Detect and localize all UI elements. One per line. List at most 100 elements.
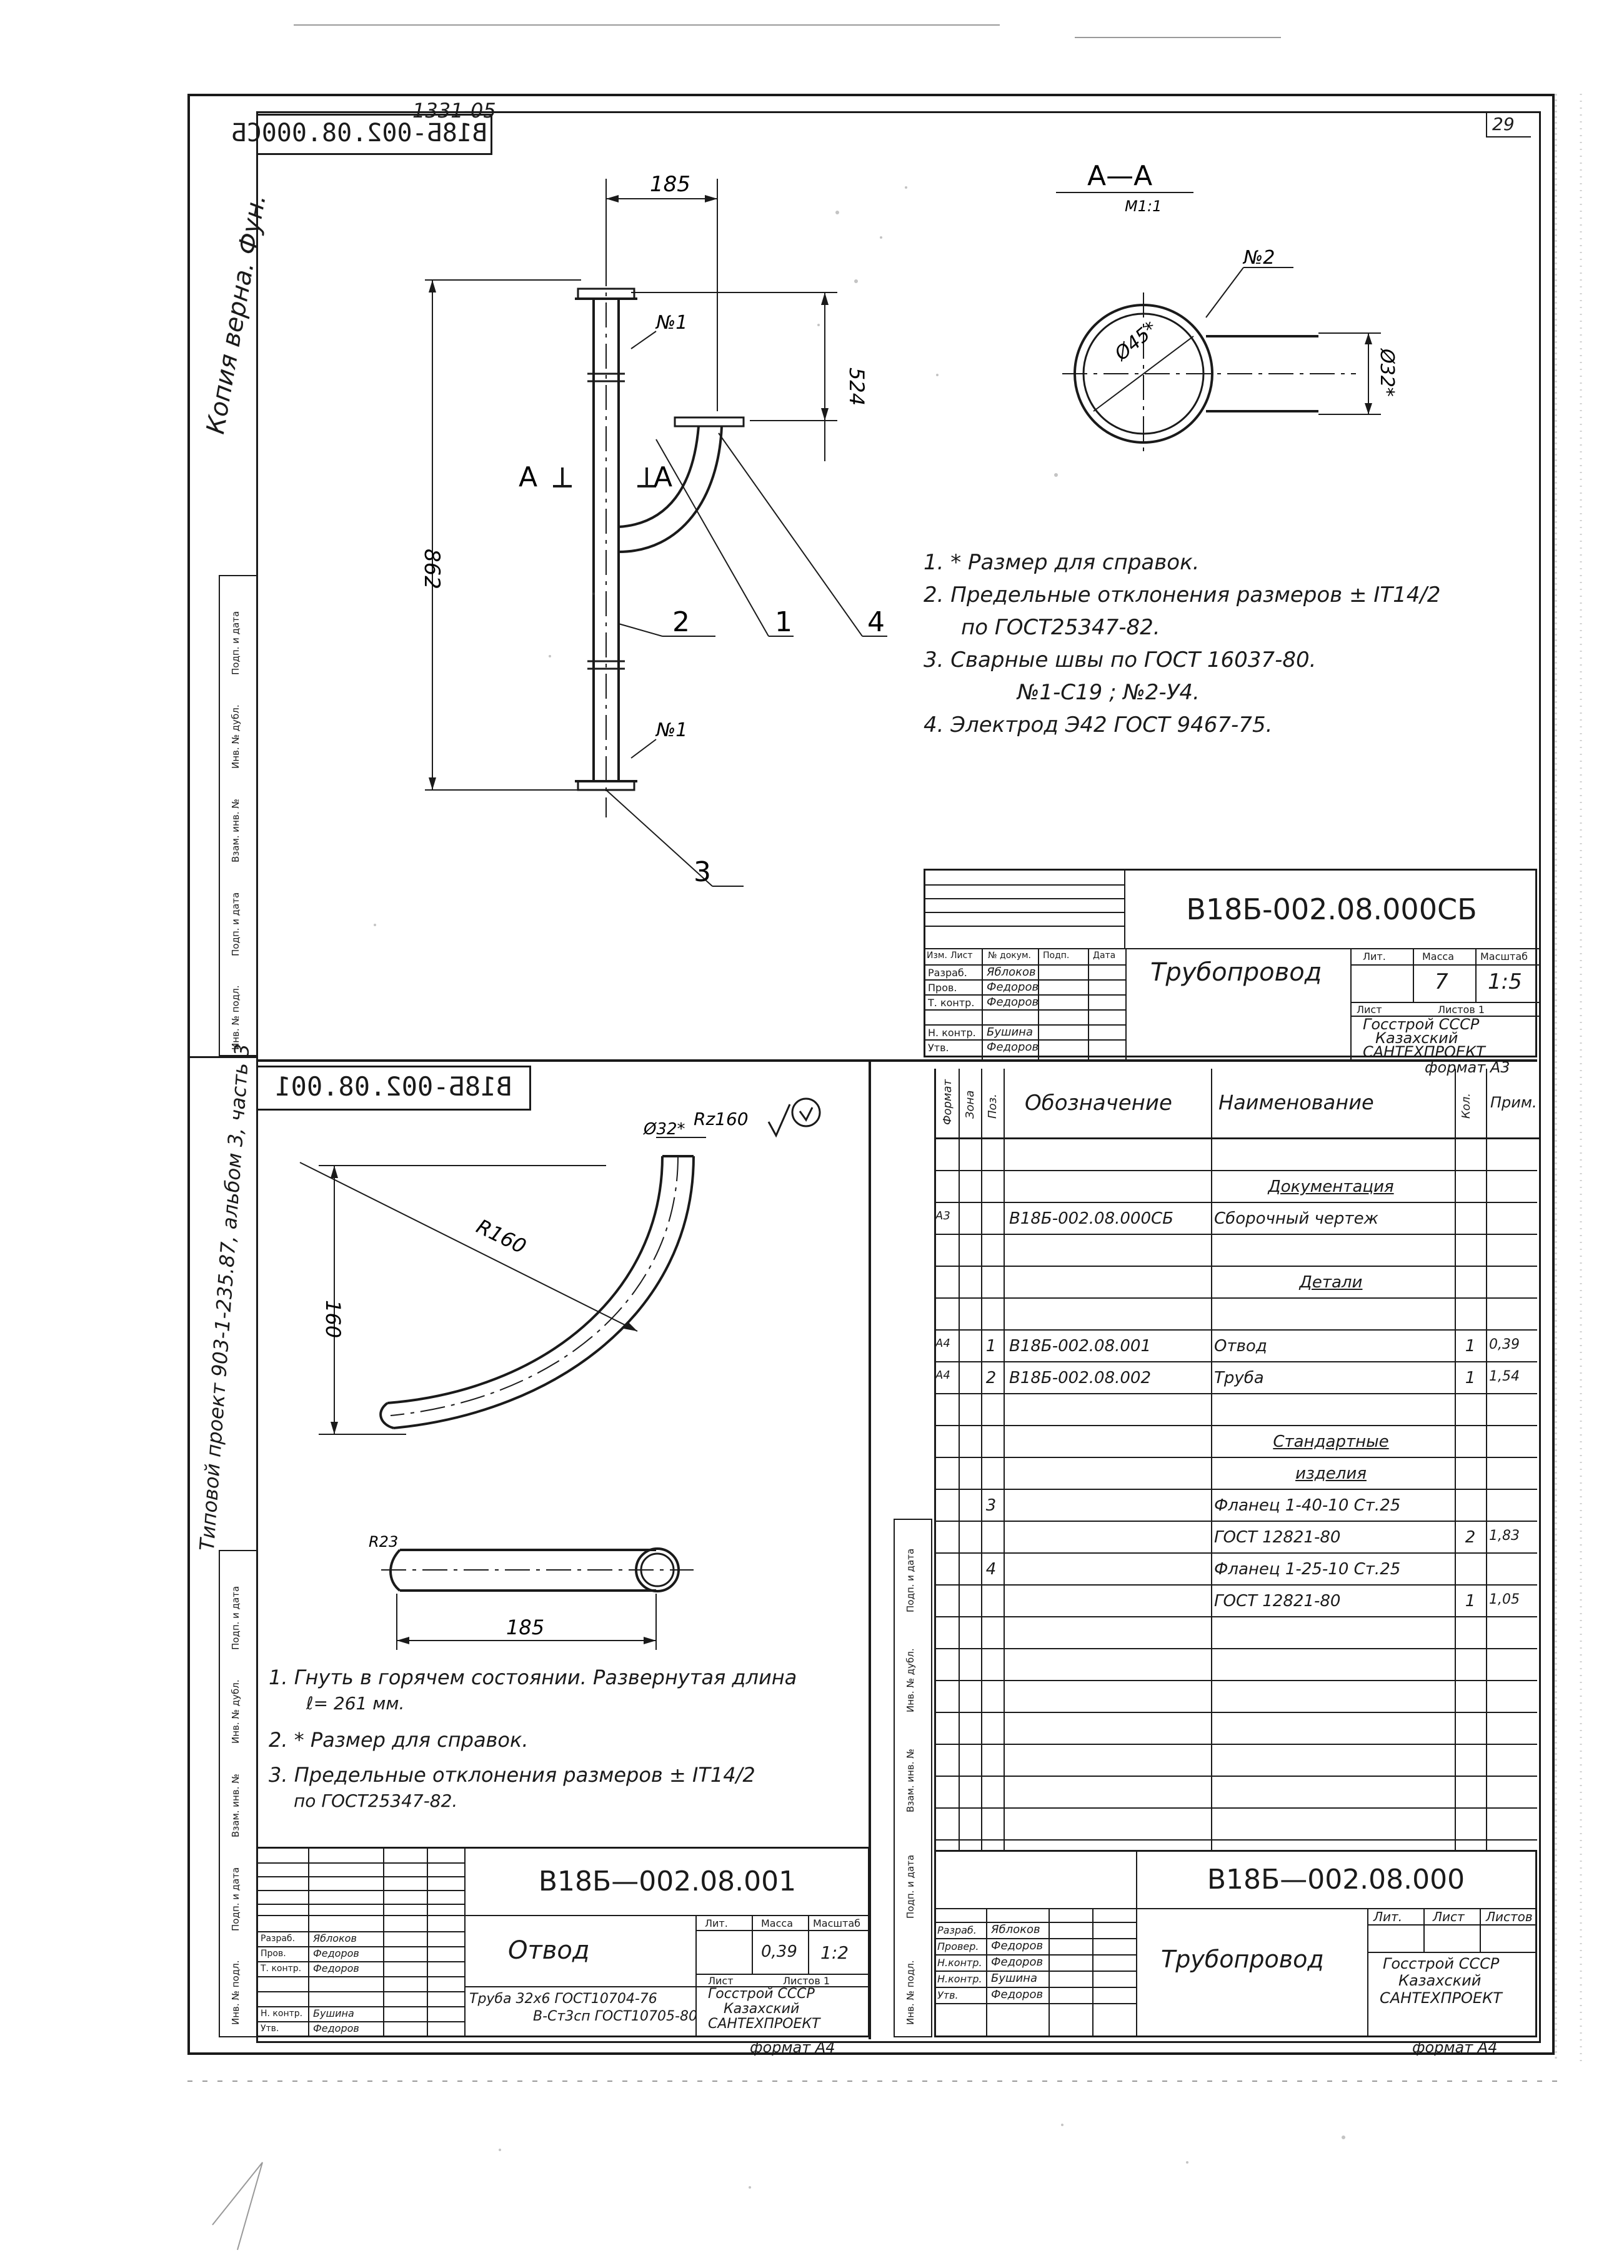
assembly-tb-org2: Казахский	[1375, 1029, 1458, 1047]
stamp-number: 1331-05	[412, 99, 496, 122]
branch-flange	[674, 416, 745, 427]
part-l185: 185	[506, 1616, 544, 1639]
spec-cell-name: Фланец 1-40-10 Ст.25	[1214, 1496, 1401, 1515]
assembly-tb-org3: САНТЕХПРОЕКТ	[1363, 1043, 1485, 1061]
part-note-3: 3. Предельные отклонения размеров ± IT14…	[269, 1763, 755, 1787]
dim-862: 862	[419, 549, 444, 589]
assembly-note-4: 4. Электрод Э42 ГОСТ 9467-75.	[924, 712, 1273, 737]
dim-185: 185	[650, 172, 690, 197]
part-note-3b: по ГОСТ25347-82.	[294, 1791, 458, 1811]
tb-role-sign: Подп.	[1043, 951, 1070, 961]
part-phi32: Ø32*	[643, 1120, 685, 1139]
spec-cell-format: А4	[935, 1337, 950, 1350]
spec-cell-qty: 1	[1465, 1592, 1476, 1611]
spec-cell-qty: 1	[1465, 1337, 1476, 1356]
assembly-tb-sheet: Лист	[1357, 1004, 1382, 1016]
spec-row	[934, 1522, 1537, 1554]
assembly-tb-scale: 1:5	[1488, 969, 1522, 994]
part-format: формат А4	[750, 2039, 835, 2056]
spec-row	[934, 1586, 1537, 1617]
section-label: А—А	[1087, 160, 1152, 192]
assembly-drawing: 185 524 862 №1 №1 №2 А А А—А М1:1 Ø45* Ø…	[419, 160, 1398, 888]
spec-tb-designation: В18Б—002.08.000	[1207, 1864, 1465, 1896]
tb-role-list: Лист	[950, 951, 973, 961]
part-tb-designation: В18Б—002.08.001	[538, 1866, 797, 1897]
assembly-note-3b: №1-С19 ; №2-У4.	[1017, 680, 1200, 705]
vertical-divider	[869, 1061, 871, 2039]
spec-tb-role: Провер.	[937, 1941, 979, 1952]
cut-mark-right: А	[654, 461, 672, 493]
part-tb-role: Т. контр.	[261, 1964, 302, 1974]
spec-cell-name: ГОСТ 12821-80	[1214, 1528, 1341, 1547]
assembly-note-3: 3. Сварные швы по ГОСТ 16037-80.	[924, 647, 1317, 672]
assembly-note-1: 1. * Размер для справок.	[924, 550, 1200, 575]
part-note-2: 2. * Размер для справок.	[269, 1728, 529, 1752]
assembly-tb-sheets: Листов 1	[1438, 1004, 1485, 1016]
spec-row	[934, 1203, 1537, 1235]
tb-person-name: Федоров	[987, 1041, 1039, 1054]
spec-tb-person: Федоров	[991, 1939, 1044, 1952]
side-stamp-right	[894, 1519, 932, 2037]
part-tb-org2: Казахский	[724, 2001, 800, 2017]
spec-cell-note: 1,54	[1489, 1369, 1520, 1384]
part-tb-material2: В-Ст3сп ГОСТ10705-80	[533, 2009, 697, 2024]
designation-box-top	[256, 114, 492, 155]
spec-row	[934, 1458, 1537, 1490]
spec-header-note: Прим.	[1490, 1094, 1537, 1111]
spec-tb-name: Трубопровод	[1161, 1946, 1324, 1973]
callout-4: 4	[867, 606, 885, 638]
tb-role-izm: Изм.	[927, 951, 947, 961]
branch-bend-inner	[618, 426, 700, 528]
spec-cell-pos: 1	[985, 1337, 997, 1356]
part-h160: 160	[321, 1300, 345, 1338]
spec-cell-note: 1,83	[1489, 1528, 1520, 1544]
spec-cell-name: изделия	[1295, 1464, 1367, 1483]
part-tb-org1: Госстрой СССР	[708, 1986, 815, 2002]
spec-tb-person: Яблоков	[991, 1923, 1040, 1936]
part-tb-person: Федоров	[313, 1947, 359, 1959]
spec-table	[934, 1069, 1539, 1850]
part-tb-col-scale: Масштаб	[813, 1917, 861, 1929]
part-note-1b: ℓ= 261 мм.	[306, 1693, 405, 1714]
part-tb-person: Федоров	[313, 1962, 359, 1974]
part-tb-sheets: Листов 1	[783, 1975, 830, 1987]
spec-cell-pos: 2	[985, 1369, 997, 1387]
horizontal-divider	[256, 1059, 1537, 1062]
sheet-number: 29	[1492, 114, 1515, 134]
spec-cell-name: Фланец 1-25-10 Ст.25	[1214, 1560, 1401, 1579]
spec-tb-role: Н.контр.	[937, 1973, 982, 1985]
spec-row	[934, 1745, 1537, 1777]
part-tb-person: Бушина	[313, 2007, 354, 2019]
assembly-notes: 1. * Размер для справок. 2. Предельные о…	[924, 550, 1440, 745]
assembly-tb-designation: В18Б-002.08.000СБ	[1186, 892, 1477, 926]
assembly-note-2b: по ГОСТ25347-82.	[961, 615, 1160, 640]
spec-row	[934, 1554, 1537, 1586]
spec-cell-qty: 1	[1465, 1369, 1476, 1387]
side-stamp-top	[219, 575, 256, 1056]
tb-role-date: Дата	[1093, 951, 1116, 961]
assembly-format: формат А3	[1425, 1059, 1510, 1076]
spec-tb-person: Федоров	[991, 1988, 1044, 2001]
part-drawing: Rz160 Ø32* R160 160 R23 185	[299, 1097, 821, 1650]
spec-cell-code: В18Б-002.08.000СБ	[1009, 1209, 1173, 1228]
part-tb-role: Н. контр.	[261, 2009, 303, 2019]
assembly-tb-mass: 7	[1435, 969, 1448, 994]
spec-tb-role: Разраб.	[937, 1924, 977, 1936]
spec-tb-role: Утв.	[937, 1989, 959, 2001]
weld-label-3: №2	[1242, 247, 1275, 269]
assembly-tb-name: Трубопровод	[1150, 958, 1322, 987]
spec-format: формат А4	[1412, 2039, 1498, 2056]
spec-tb-col-lit: Лит.	[1373, 1909, 1403, 1924]
spec-cell-code: В18Б-002.08.002	[1009, 1369, 1152, 1387]
spec-row	[934, 1394, 1537, 1426]
tb-person-role: Пров.	[928, 982, 957, 994]
part-tb-person: Федоров	[313, 2022, 359, 2034]
tb-role-doc: № докум.	[988, 951, 1032, 961]
part-tb-material1: Труба 32х6 ГОСТ10704-76	[469, 1991, 657, 2007]
spec-tb-col-sheets: Листов	[1486, 1909, 1533, 1924]
part-tb-person: Яблоков	[313, 1932, 357, 1944]
assembly-note-2: 2. Предельные отклонения размеров ± IT14…	[924, 582, 1441, 607]
callout-1: 1	[775, 606, 792, 638]
weld-label-1: №1	[655, 312, 687, 334]
sheet-number-box	[1486, 112, 1531, 137]
